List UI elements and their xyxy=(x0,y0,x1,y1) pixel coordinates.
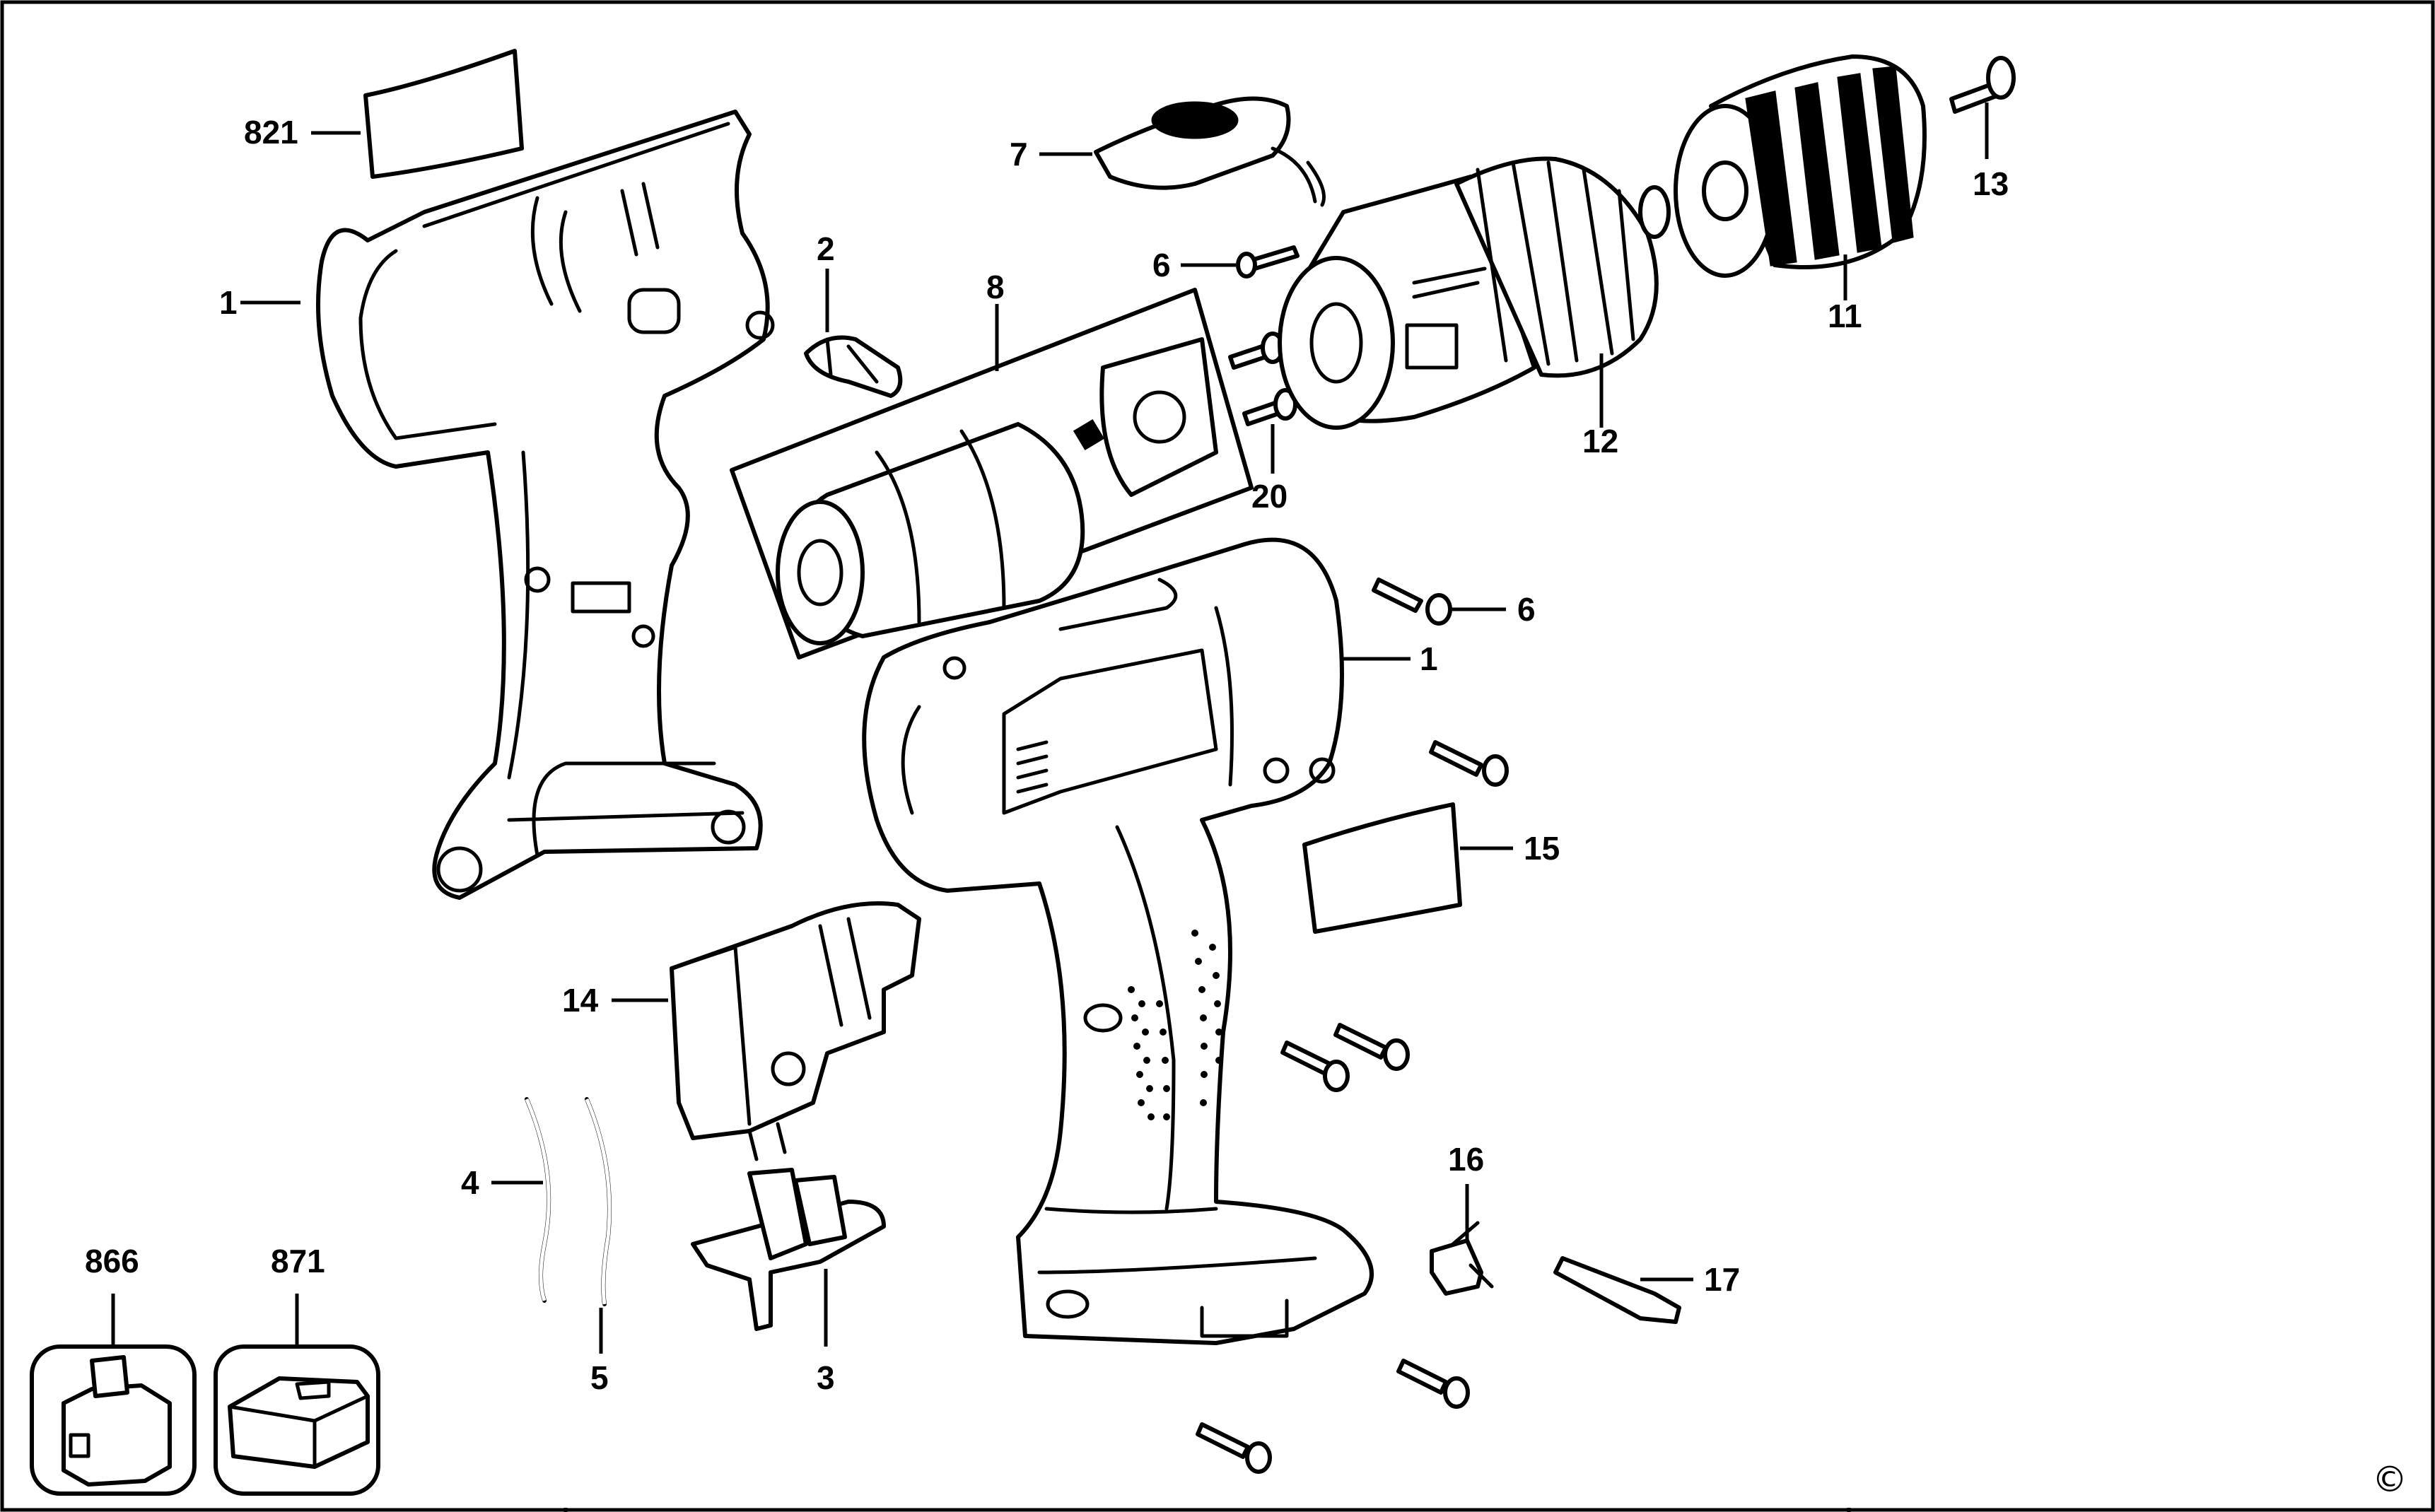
part-13-screw xyxy=(1949,56,2016,159)
label-4: 4 xyxy=(461,1164,479,1201)
part-14-switch xyxy=(612,901,921,1161)
part-11-chuck xyxy=(1674,54,1927,300)
part-8-motor xyxy=(730,288,1254,660)
copyright-symbol: © xyxy=(2372,1459,2407,1500)
part-16-clip xyxy=(1430,1184,1494,1296)
label-6-top: 6 xyxy=(1152,247,1171,283)
part-number-labels: 821 1 2 8 7 6 20 12 11 13 6 1 15 14 4 5 … xyxy=(85,114,2009,1396)
part-4-wire xyxy=(491,1097,551,1303)
label-7: 7 xyxy=(1010,136,1028,172)
part-1-housing-assembled xyxy=(862,537,1411,1345)
label-871: 871 xyxy=(271,1243,325,1279)
label-821: 821 xyxy=(244,114,298,151)
part-20-screws xyxy=(1228,332,1297,474)
part-821-label-sticker xyxy=(311,49,524,179)
label-1-right: 1 xyxy=(1420,640,1438,677)
part-5-wire xyxy=(585,1097,612,1354)
label-5: 5 xyxy=(590,1359,609,1396)
label-2: 2 xyxy=(817,230,835,267)
label-15: 15 xyxy=(1524,830,1560,867)
label-866: 866 xyxy=(85,1243,139,1279)
label-11: 11 xyxy=(1828,298,1862,334)
label-3: 3 xyxy=(817,1359,835,1396)
part-6-screw-right xyxy=(1372,578,1506,626)
part-1-housing-left-half xyxy=(240,110,775,900)
part-2-clip xyxy=(804,269,903,398)
label-17: 17 xyxy=(1704,1261,1740,1298)
part-7-top-cover xyxy=(1039,96,1326,207)
part-12-gearbox xyxy=(1278,156,1671,430)
label-20: 20 xyxy=(1251,478,1287,515)
loose-screws xyxy=(1196,740,1509,1474)
label-12: 12 xyxy=(1582,423,1618,459)
part-6-screw-top xyxy=(1181,245,1300,279)
label-8: 8 xyxy=(986,269,1005,305)
label-1-left: 1 xyxy=(219,284,238,321)
part-871-charger xyxy=(214,1294,380,1496)
part-15-label xyxy=(1302,802,1513,934)
label-13: 13 xyxy=(1973,165,2009,202)
label-14: 14 xyxy=(562,982,599,1019)
label-16: 16 xyxy=(1448,1141,1484,1178)
part-866-battery xyxy=(30,1294,197,1496)
part-17-bit xyxy=(1553,1256,1693,1324)
label-6-right: 6 xyxy=(1517,591,1536,628)
grip-texture-dots xyxy=(1128,930,1222,1120)
part-3-terminal-plate xyxy=(691,1168,886,1347)
